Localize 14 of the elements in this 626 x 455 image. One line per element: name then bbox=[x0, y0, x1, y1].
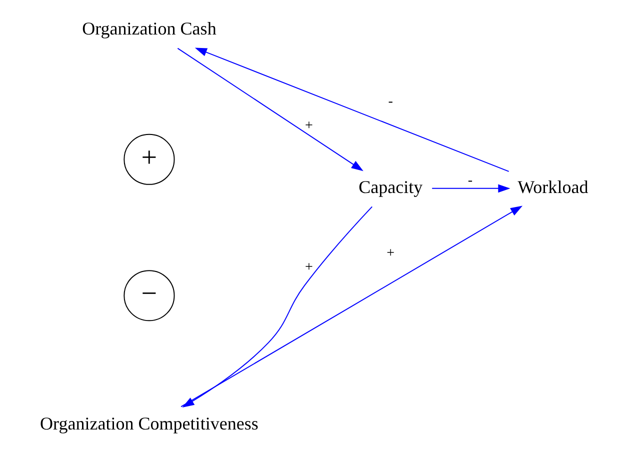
arrow bbox=[431, 184, 510, 193]
edge-label: - bbox=[388, 94, 392, 110]
node-text: Organization Competitiveness bbox=[40, 413, 258, 434]
edge-label: + bbox=[386, 246, 394, 261]
label: − bbox=[140, 278, 157, 310]
node-text: Capacity bbox=[358, 176, 422, 197]
edge-label: + bbox=[304, 260, 312, 275]
node-text: Organization Cash bbox=[82, 18, 216, 39]
edge-label: - bbox=[467, 174, 472, 189]
arrow bbox=[194, 48, 509, 172]
arrow bbox=[176, 48, 363, 172]
node-text: Workload bbox=[517, 176, 588, 197]
edge-label: + bbox=[304, 118, 312, 134]
label: + bbox=[140, 142, 157, 174]
